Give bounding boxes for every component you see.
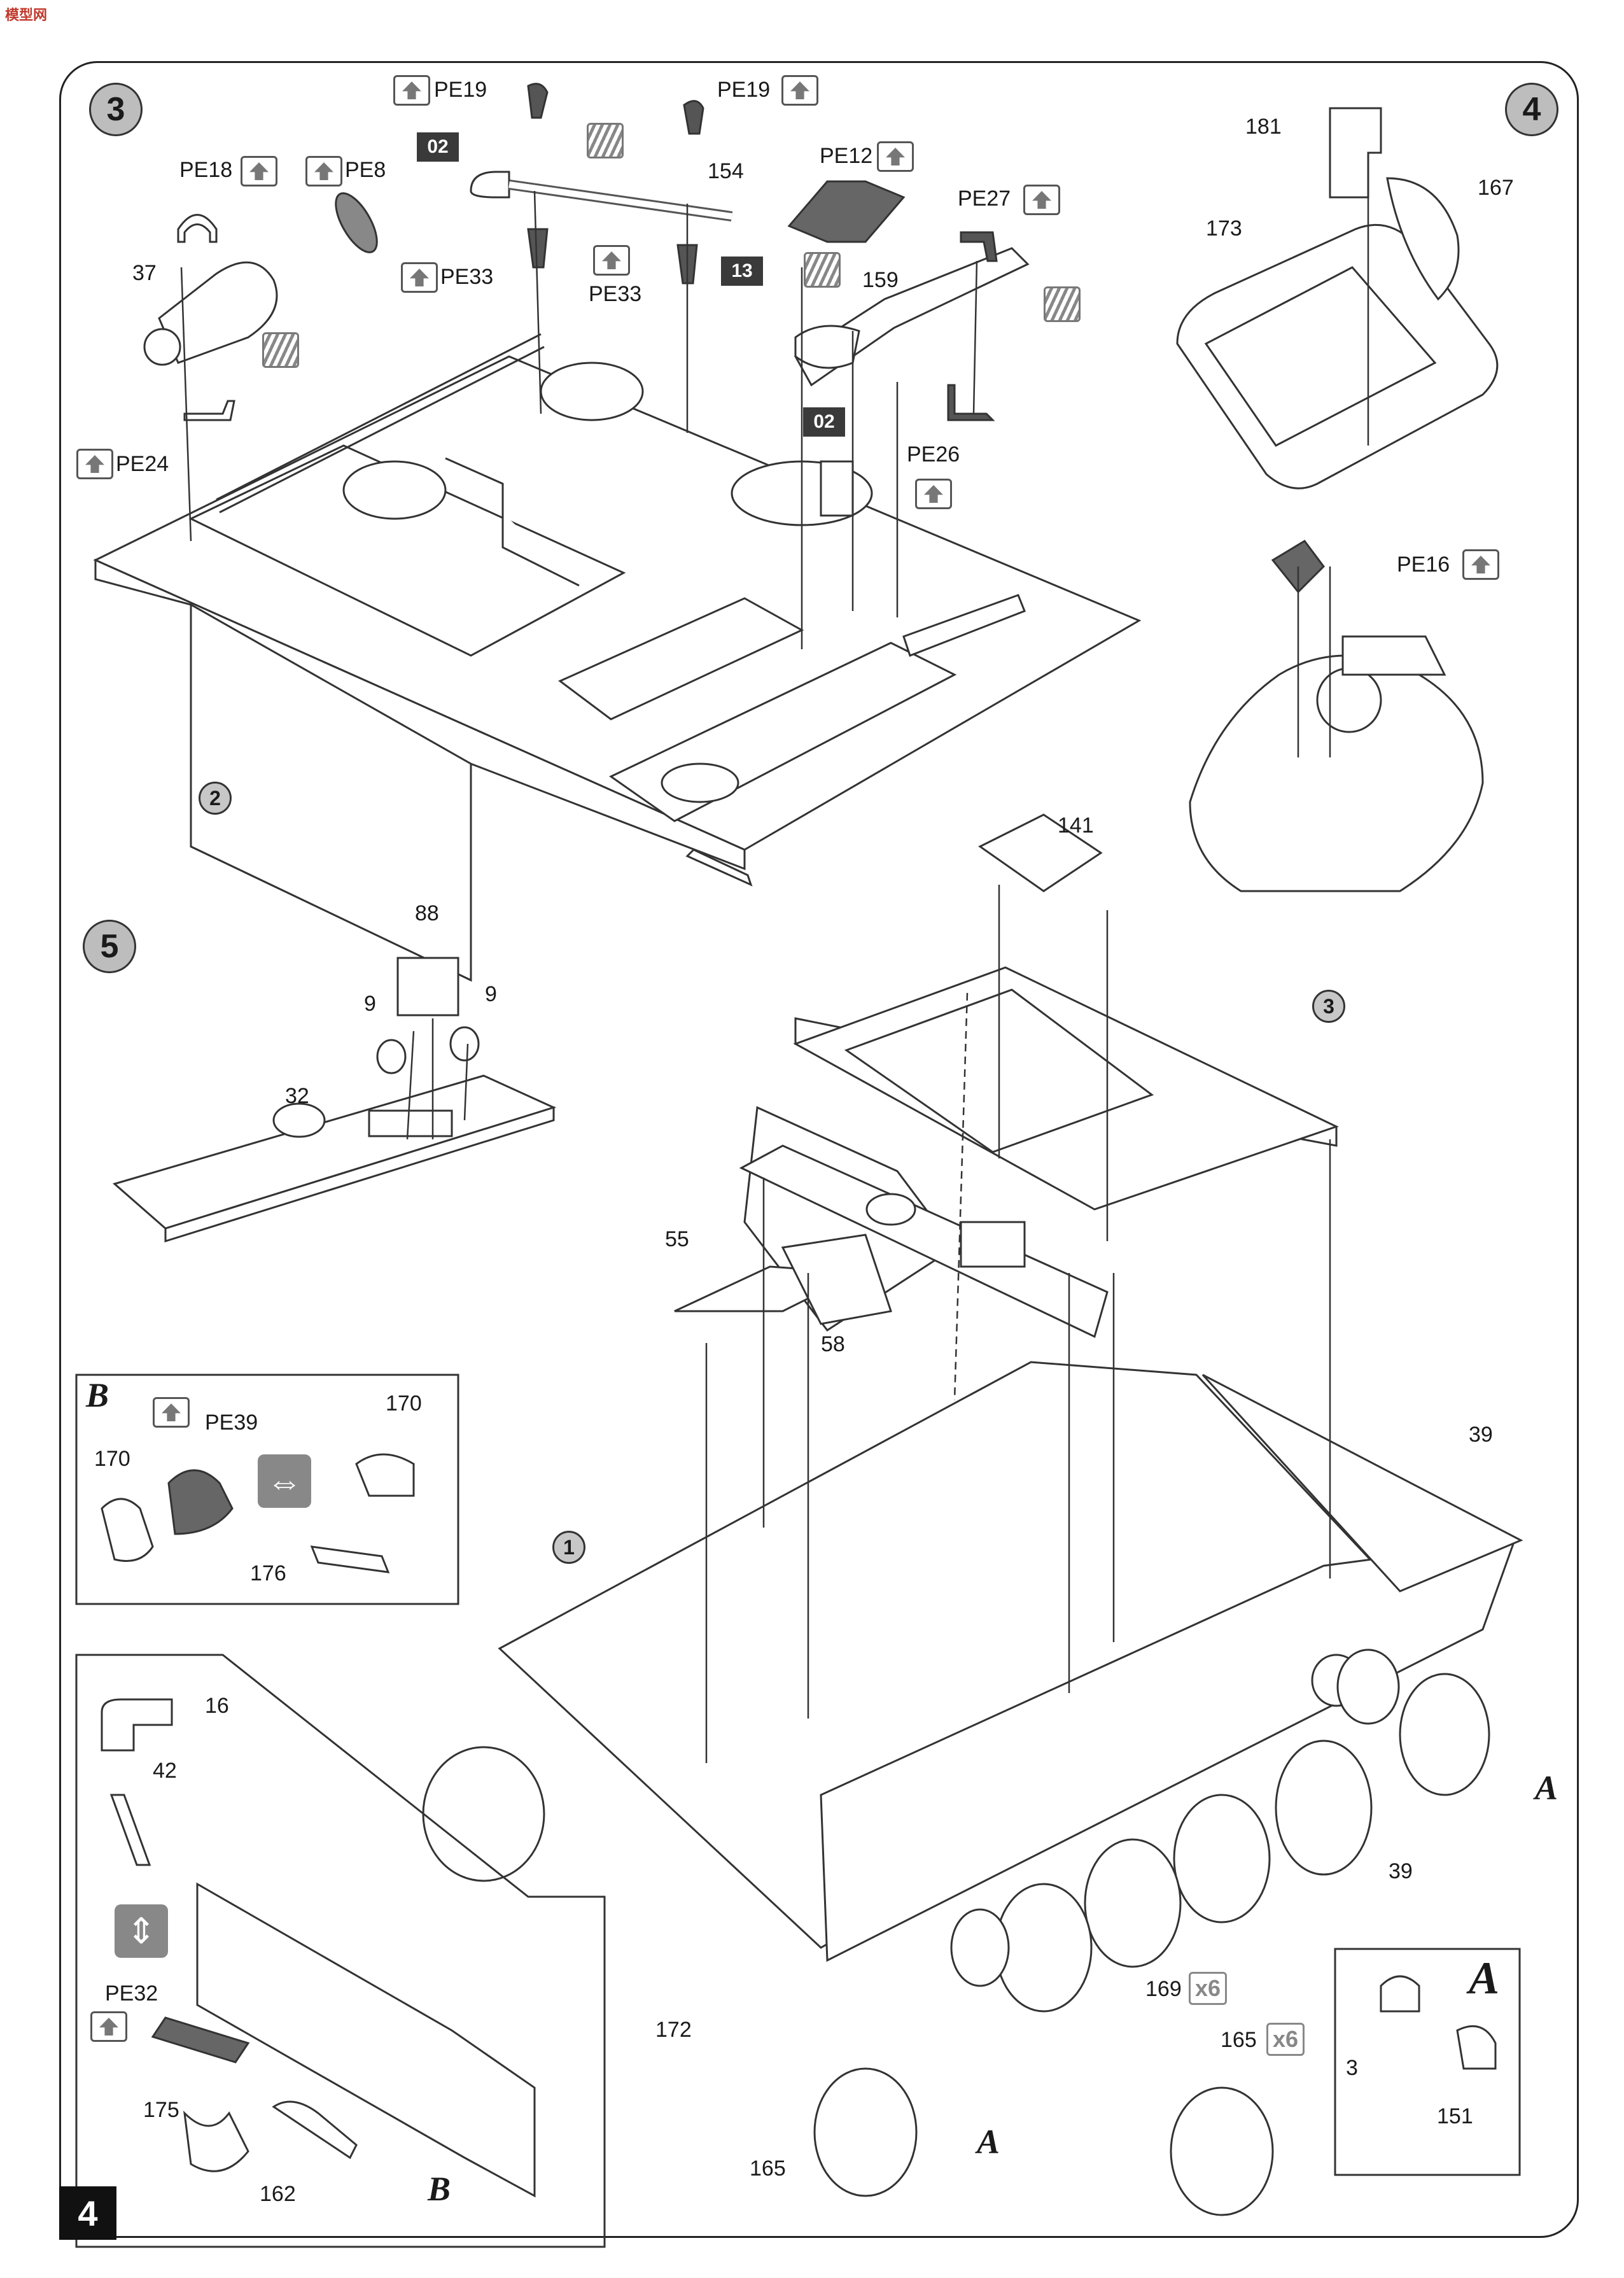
step5-panel: [112, 957, 557, 1243]
label-32: 32: [285, 1084, 309, 1108]
label-162: 162: [260, 2182, 296, 2206]
inset-a-box: [1334, 1948, 1521, 2176]
mirror-symmetry-icon: ⇔: [258, 1454, 311, 1508]
ref-part-2: 2: [199, 782, 232, 815]
label-170-right: 170: [386, 1391, 422, 1416]
detail-inset-box: [75, 1654, 606, 2248]
label-9-right: 9: [485, 982, 497, 1006]
label-pe8: PE8: [345, 158, 386, 182]
label-170-left: 170: [94, 1447, 130, 1471]
label-39-lower: 39: [1389, 1859, 1413, 1883]
step4-hatch: [1176, 107, 1499, 892]
label-pe39: PE39: [205, 1410, 258, 1435]
glue-icon: [804, 252, 841, 288]
label-pe27: PE27: [958, 186, 1011, 211]
label-pe18: PE18: [179, 158, 233, 182]
multiplier-165: x6: [1266, 2023, 1305, 2056]
page-frame: [59, 61, 1579, 2238]
label-165-right: 165: [1221, 2028, 1257, 2052]
label-b-detail: B: [428, 2170, 451, 2208]
label-169: 169: [1145, 1977, 1182, 2001]
label-165-left: 165: [750, 2156, 786, 2181]
label-151: 151: [1437, 2104, 1473, 2128]
pe-icon: [593, 245, 630, 276]
label-a-bottom: A: [977, 2123, 1000, 2161]
pe-icon: [877, 141, 914, 172]
label-pe33-right: PE33: [589, 282, 642, 306]
label-175: 175: [143, 2098, 179, 2122]
label-88: 88: [415, 901, 439, 925]
label-pe26: PE26: [907, 442, 960, 467]
ref-part-3: 3: [1312, 990, 1345, 1023]
pe-icon: [401, 262, 438, 293]
label-154: 154: [708, 159, 744, 183]
glue-icon: [1044, 286, 1081, 322]
color-code-02-lower: 02: [803, 407, 845, 437]
glue-icon: [587, 123, 624, 158]
label-55: 55: [665, 1227, 689, 1251]
label-167: 167: [1478, 176, 1514, 200]
label-37: 37: [132, 261, 157, 285]
pe-icon: [393, 75, 430, 106]
pe-icon: [915, 479, 952, 509]
pe-icon: [90, 2011, 127, 2042]
label-42: 42: [153, 1759, 177, 1783]
inset-a-parts: [1380, 1975, 1497, 2070]
leader-lines: [180, 190, 1369, 1763]
label-58: 58: [821, 1332, 845, 1356]
ref-part-1: 1: [552, 1531, 585, 1564]
label-pe33: PE33: [440, 265, 494, 289]
pe-icon: [153, 1397, 190, 1428]
label-pe24: PE24: [116, 452, 169, 476]
pe-icon: [241, 156, 277, 186]
inset-b-title: B: [86, 1376, 109, 1414]
label-9-left: 9: [364, 992, 376, 1016]
label-141: 141: [1058, 813, 1094, 838]
label-176: 176: [250, 1561, 286, 1585]
label-39-top: 39: [1469, 1423, 1493, 1447]
detail-parts: [101, 1698, 536, 2198]
inset-b-box: [75, 1374, 459, 1605]
inset-b-parts: [101, 1453, 415, 1573]
label-pe19: PE19: [434, 78, 487, 102]
pe-icon: [76, 449, 113, 479]
hull-assembly: [498, 813, 1523, 1962]
step-5-marker: 5: [83, 920, 136, 973]
pe-icon: [781, 75, 818, 106]
label-3-inset: 3: [1346, 2056, 1358, 2080]
label-a-right: A: [1535, 1769, 1558, 1807]
inset-a-title: A: [1469, 1953, 1500, 2004]
color-code-02: 02: [417, 132, 459, 162]
label-159: 159: [862, 268, 899, 292]
multiplier-169: x6: [1189, 1972, 1227, 2005]
label-pe12: PE12: [820, 144, 873, 168]
hull-top-plate: [93, 333, 1142, 982]
page-number: 4: [59, 2186, 116, 2240]
pe-icon: [1023, 185, 1060, 215]
pe-icon: [1462, 549, 1499, 580]
label-181: 181: [1245, 115, 1282, 139]
label-pe16: PE16: [1397, 552, 1450, 577]
road-wheels: [422, 1649, 1490, 2216]
glue-icon: [262, 332, 299, 368]
step-3-marker: 3: [89, 83, 143, 136]
label-173: 173: [1206, 216, 1242, 241]
pe-icon: [305, 156, 342, 186]
watermark-logo: 模型网: [5, 7, 48, 23]
label-172: 172: [655, 2018, 692, 2042]
label-16: 16: [205, 1694, 229, 1718]
color-code-13: 13: [721, 257, 763, 286]
label-pe19-right: PE19: [717, 78, 771, 102]
step-4-marker: 4: [1505, 83, 1558, 136]
label-pe32: PE32: [105, 1981, 158, 2006]
flip-arrows-icon: ⇕: [115, 1904, 168, 1958]
